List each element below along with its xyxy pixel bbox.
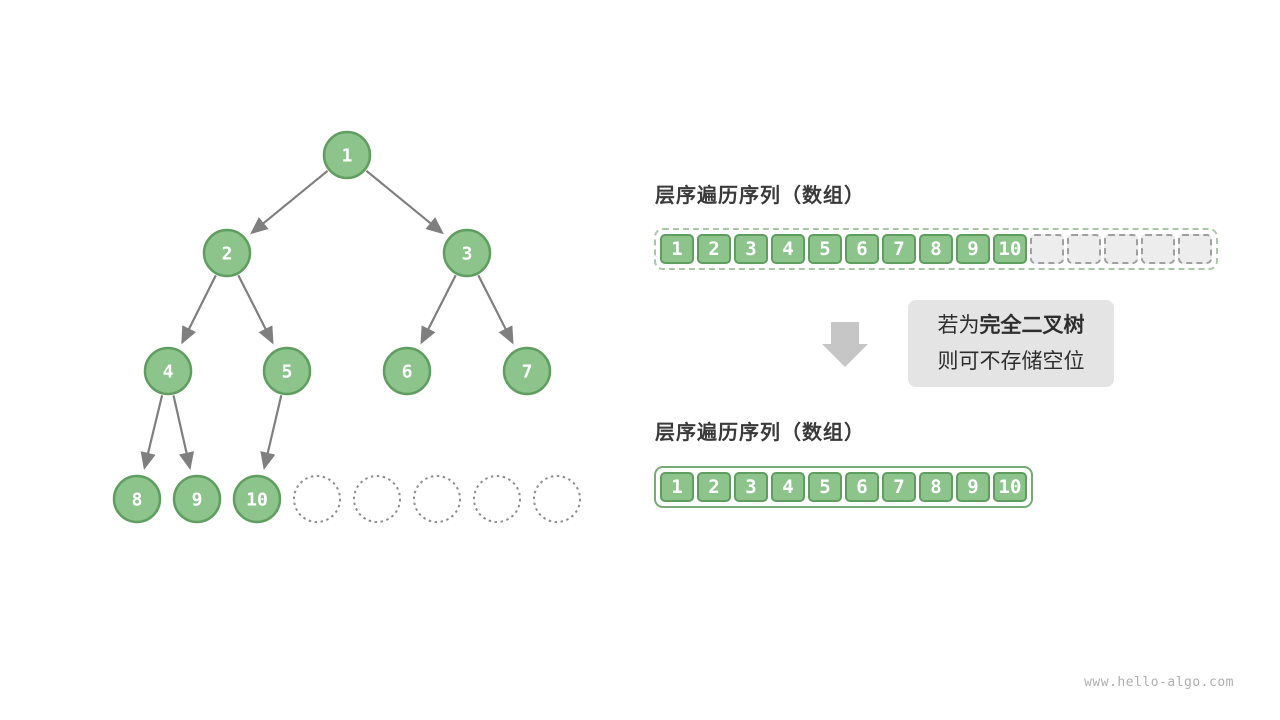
array-cell: 6	[845, 472, 879, 502]
callout-line-1: 若为完全二叉树	[938, 308, 1085, 344]
tree-node: 3	[442, 228, 492, 278]
down-arrow-icon	[822, 322, 868, 367]
array-cell: 1	[660, 472, 694, 502]
bottom-array-label: 层序遍历序列（数组）	[655, 422, 865, 444]
array-cell: 4	[771, 234, 805, 264]
tree-node: 6	[382, 346, 432, 396]
array-cell: 4	[771, 472, 805, 502]
array-cell: 10	[993, 472, 1027, 502]
tree-empty-node	[533, 475, 581, 523]
svg-text:7: 7	[522, 362, 533, 383]
tree-empty-node	[413, 475, 461, 523]
array-cell: 7	[882, 472, 916, 502]
array-cell: 6	[845, 234, 879, 264]
array-cell: 2	[697, 472, 731, 502]
tree-empty-node	[353, 475, 401, 523]
array-cell: 9	[956, 472, 990, 502]
tree-empty-node	[473, 475, 521, 523]
tree-node: 4	[143, 346, 193, 396]
tree-edge	[172, 395, 195, 470]
tree-edge	[140, 395, 164, 471]
tree-node: 2	[202, 228, 252, 278]
tree-node: 1	[322, 130, 372, 180]
callout-line-1-normal: 若为	[937, 313, 980, 337]
svg-text:4: 4	[163, 362, 174, 383]
top-array-label: 层序遍历序列（数组）	[655, 185, 865, 207]
tree-node: 7	[502, 346, 552, 396]
tree-empty-node	[293, 475, 341, 523]
svg-text:1: 1	[342, 146, 353, 167]
tree-edge	[250, 169, 329, 235]
svg-text:5: 5	[282, 362, 293, 383]
callout-line-2: 则可不存储空位	[937, 349, 1085, 373]
binary-tree-diagram: 1 2 3 4 5 6	[112, 130, 581, 524]
svg-text:9: 9	[192, 490, 203, 511]
tree-edge	[365, 169, 444, 235]
svg-text:6: 6	[402, 362, 413, 383]
array-cell: 9	[956, 234, 990, 264]
watermark: www.hello-algo.com	[1084, 675, 1234, 690]
tree-node: 10	[232, 474, 282, 524]
tree-node: 9	[172, 474, 222, 524]
array-cell: 3	[734, 472, 768, 502]
array-empty-cell	[1030, 234, 1064, 264]
tree-node: 8	[112, 474, 162, 524]
callout-box: 若为完全二叉树 则可不存储空位	[908, 300, 1114, 387]
callout-line-1-bold: 完全二叉树	[979, 313, 1085, 337]
array-empty-cell	[1141, 234, 1175, 264]
array-empty-cell	[1067, 234, 1101, 264]
array-cell: 8	[919, 234, 953, 264]
array-empty-cell	[1104, 234, 1138, 264]
tree-edge	[477, 274, 514, 345]
array-cell: 3	[734, 234, 768, 264]
svg-text:8: 8	[132, 490, 143, 511]
array-cell: 7	[882, 234, 916, 264]
array-cell: 2	[697, 234, 731, 264]
tree-edge	[420, 274, 457, 345]
array-cell: 10	[993, 234, 1027, 264]
array-cell: 1	[660, 234, 694, 264]
array-cell: 5	[808, 472, 842, 502]
array-empty-cell	[1178, 234, 1212, 264]
array-cell: 5	[808, 234, 842, 264]
tree-node: 5	[262, 346, 312, 396]
svg-text:10: 10	[246, 490, 268, 511]
tree-edge	[181, 274, 217, 345]
array-cell: 8	[919, 472, 953, 502]
tree-edge	[260, 395, 283, 470]
tree-edge	[237, 274, 274, 345]
svg-text:3: 3	[462, 244, 473, 265]
svg-text:2: 2	[222, 244, 233, 265]
